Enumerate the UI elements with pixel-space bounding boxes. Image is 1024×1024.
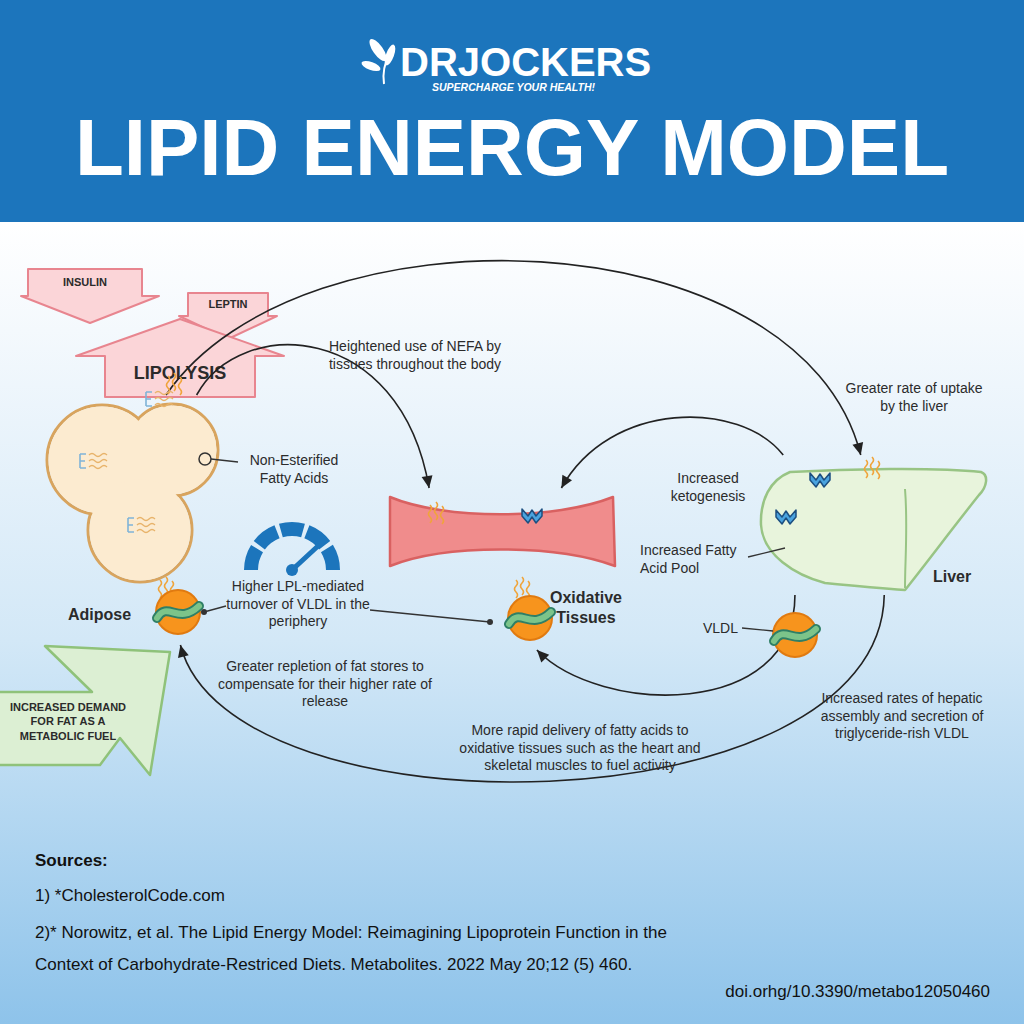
logo-tagline: SUPERCHARGE YOUR HEALTH! [432, 82, 692, 93]
up-arrow-shape [76, 319, 284, 397]
flow-line [537, 595, 795, 695]
liver-lobe-line [905, 489, 906, 588]
source-entry: 2)* Norowitz, et al. The Lipid Energy Mo… [35, 917, 667, 981]
arrow-head [561, 475, 572, 488]
logo-leaf [360, 59, 382, 73]
liver-organ: Liver [755, 455, 990, 595]
demand-arrow: INCREASED DEMAND FOR FAT AS A METABOLIC … [0, 640, 172, 780]
gauge-hub [286, 564, 298, 576]
doi-text: doi.orhg/10.3390/metabo12050460 [600, 981, 990, 1002]
arrow-head [852, 442, 863, 455]
hormone-arrow: INSULIN [20, 268, 160, 324]
leader-line [204, 606, 226, 612]
node-text: Liver [933, 567, 989, 587]
callout-label: VLDL [703, 620, 743, 638]
flow-line [197, 345, 430, 488]
green-arrow-shape [0, 646, 170, 775]
edge-label: Greater repletion of fat stores to compe… [218, 658, 432, 711]
callout-label: Non-Esterified Fatty Acids [238, 452, 350, 487]
flow-arrow [561, 417, 783, 488]
adipose-outline [47, 404, 218, 582]
logo-leaf [382, 43, 397, 66]
callout-label: Higher LPL-mediated turnover of VLDL in … [224, 578, 372, 631]
flow-arrow [178, 595, 884, 782]
flow-arrow [197, 345, 433, 488]
adipose-fill [49, 406, 217, 581]
node-text: INCREASED DEMAND FOR FAT AS A METABOLIC … [4, 700, 132, 743]
edge-label: Heightened use of NEFA by tissues throug… [318, 338, 512, 373]
sources-heading: Sources: [35, 850, 235, 871]
edge-label: Greater rate of uptake by the liver [838, 380, 990, 415]
adipose-cell: Adipose [40, 395, 220, 645]
node-outline [75, 318, 285, 398]
node-text: Adipose [68, 605, 148, 625]
source-entry: 1) *CholesterolCode.com [35, 885, 635, 906]
logo-leaf [366, 36, 389, 63]
flow-line [180, 595, 884, 782]
flow-line [561, 417, 783, 488]
arrow-head [422, 475, 433, 488]
leader-line [370, 610, 490, 622]
flow-line [166, 261, 861, 455]
oxidative-tissue: Oxidative Tissues [385, 488, 630, 650]
leader-dot [201, 609, 207, 615]
gauge-needle [292, 546, 318, 570]
node-text: INSULIN [28, 276, 142, 290]
node-text: LIPOLYSIS [105, 362, 255, 385]
gauge-dial [251, 529, 333, 570]
edge-label: More rapid delivery of fatty acids to ox… [458, 722, 702, 775]
flow-arrow [537, 595, 795, 695]
vldl-particle [773, 613, 817, 657]
node-text: LEPTIN [188, 298, 268, 312]
vldl-particle [508, 596, 552, 640]
logo-stem [383, 52, 390, 84]
arrow-head [178, 645, 189, 658]
vldl-particle [156, 590, 200, 634]
logo-icon [360, 36, 397, 84]
leader-dot [487, 619, 493, 625]
leader-lines [199, 453, 785, 631]
muscle-shape [390, 497, 615, 566]
lipolysis-arrow: LIPOLYSIS [75, 318, 285, 398]
speed-gauge [251, 529, 333, 576]
logo-text: DRJOCKERS [400, 42, 680, 82]
edge-label: Increased ketogenesis [660, 470, 756, 505]
leader-line [742, 628, 773, 631]
cell-lobe [90, 480, 191, 581]
annotation-text: Increased rates of hepatic assembly and … [812, 690, 992, 743]
fatty-acid-squiggle [515, 577, 530, 599]
down-arrow-shape [21, 269, 159, 323]
callout-label: Increased Fatty Acid Pool [640, 542, 758, 577]
arrow-head [537, 650, 549, 662]
flow-arrow [166, 261, 863, 455]
page-title: LIPID ENERGY MODEL [0, 104, 1024, 192]
node-text: Oxidative Tissues [543, 588, 629, 628]
fatty-acid-squiggle [159, 577, 174, 599]
